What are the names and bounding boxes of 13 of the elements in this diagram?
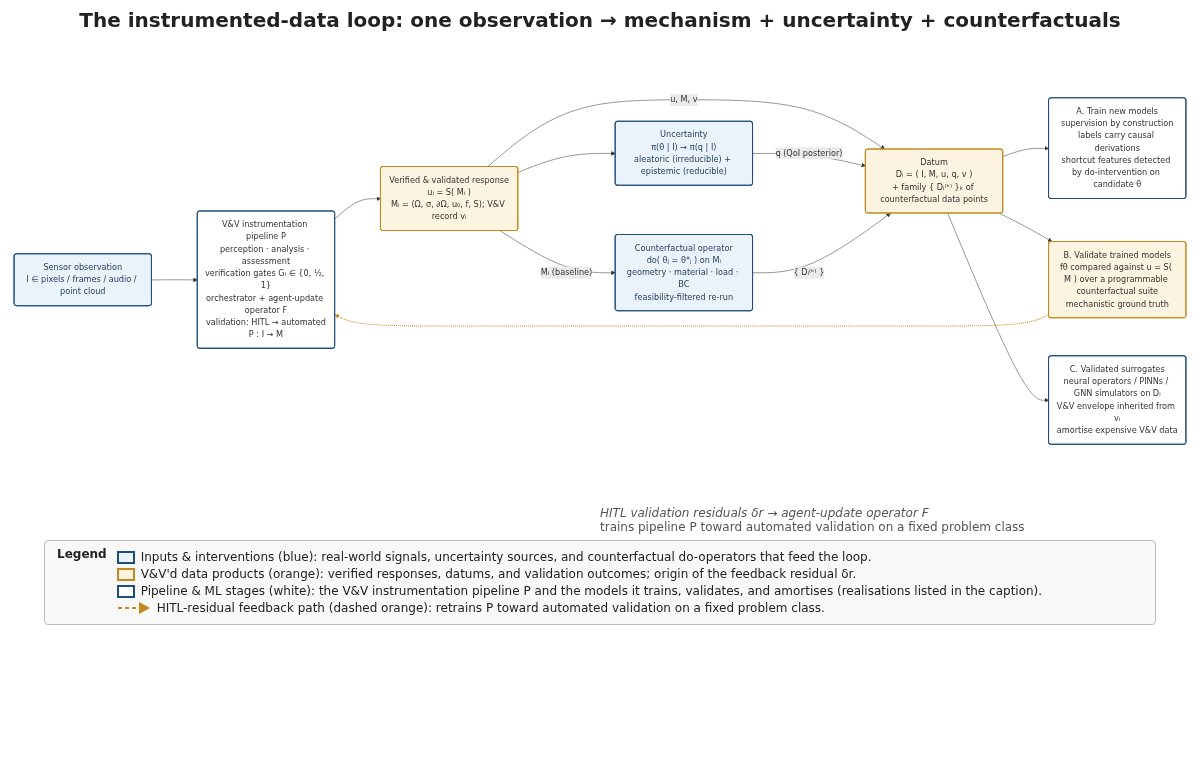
edge-label: q (QoI posterior)	[775, 148, 843, 158]
legend-text: Pipeline & ML stages (white): the V&V instrumentation pipeline P and the models it trains, validates, and amortises (realisations listed in the caption).	[140, 584, 1043, 598]
legend-text: V&V'd data products (orange): verified responses, datums, and validation outcomes; origin of the feedback residual δr.	[140, 567, 857, 581]
edge-label: Mᵢ (baseline)	[540, 267, 593, 278]
diagram-title: The instrumented-data loop: one observation → mechanism + uncertainty + counterfactuals	[78, 8, 1122, 32]
legend-text: Inputs & interventions (blue): real-world signals, uncertainty sources, and counterfactual do-operators that feed the loop.	[140, 550, 872, 564]
edge-label: { Dᵢ⁽ᵏ⁾ }	[793, 267, 825, 278]
legend-text: HITL-residual feedback path (dashed orange): retrains P toward automated validation on a fixed problem class.	[156, 601, 825, 615]
note-text: HITL validation residuals δr → agent-update operator F	[600, 506, 930, 520]
legend-title: Legend	[57, 547, 107, 563]
note-text: trains pipeline P toward automated validation on a fixed problem class	[600, 520, 1026, 534]
edge-label: u, M, v	[670, 94, 698, 105]
arrow	[334, 314, 1050, 327]
